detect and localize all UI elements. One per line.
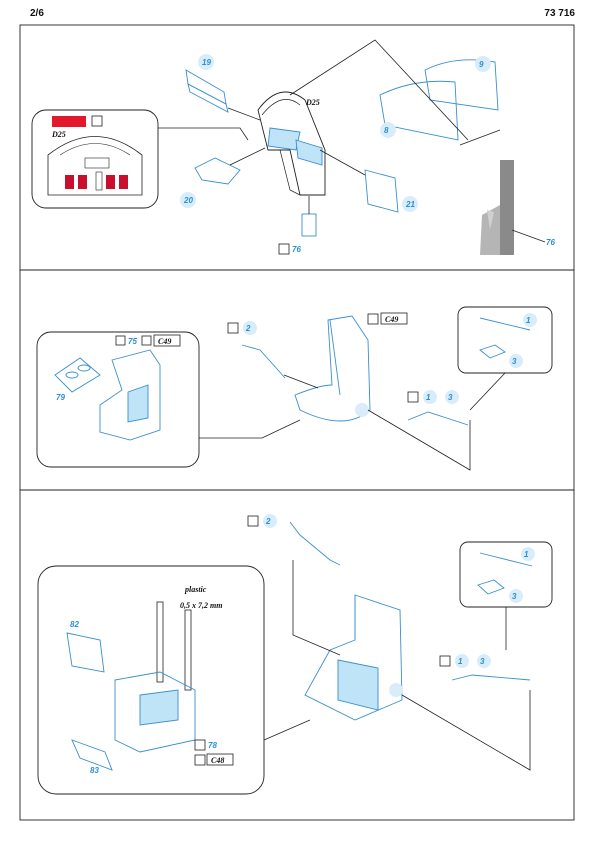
part-number: 1 (426, 393, 431, 402)
part-19: 19 (185, 54, 229, 113)
leader-2-3 (292, 560, 341, 656)
leader-inset-3 (263, 719, 311, 741)
part-8: 8 (379, 80, 459, 141)
part-number: 79 (56, 393, 65, 402)
part-number: 1 (458, 657, 463, 666)
kit-code: 73 716 (544, 8, 575, 19)
decal-label: C48 (211, 756, 224, 765)
section-3-detail: 1 3 (459, 541, 553, 608)
leader-76-structure (511, 229, 546, 243)
seat-section-2: C49 (294, 312, 408, 422)
leader-8 (459, 129, 501, 146)
note-title: plastic (184, 585, 207, 594)
part-number: 21 (405, 200, 415, 209)
leader-1-3 (367, 409, 471, 471)
section-2-inset: 75 C49 79 (36, 331, 200, 468)
part-number: 1 (524, 550, 529, 559)
part-76-small: 76 (278, 213, 317, 255)
section-3-inset: plastic 0,5 x 7,2 mm 82 78 C48 83 (37, 565, 265, 795)
section-1-inset: D25 (31, 109, 159, 209)
decal-red-strip (52, 116, 86, 127)
part-number: 83 (90, 766, 99, 775)
leader-inset-2 (199, 419, 301, 439)
leader-19 (227, 107, 261, 121)
section-3-frame (19, 489, 575, 821)
part-1-3-section-2: 1 3 (407, 390, 469, 426)
part-number: 78 (208, 741, 217, 750)
part-number: 20 (183, 196, 193, 205)
part-number: 8 (384, 126, 389, 135)
decal-label: C49 (158, 337, 171, 346)
decal-label: C49 (385, 315, 398, 324)
part-9: 9 (424, 56, 499, 111)
leader-21 (319, 149, 366, 176)
part-number: 76 (546, 238, 555, 247)
cockpit-coaming (257, 91, 326, 196)
part-21: 21 (364, 169, 418, 213)
leader-2 (283, 374, 319, 389)
decal-label: D25 (51, 130, 66, 139)
part-number: 76 (292, 245, 301, 254)
part-number: 2 (245, 324, 251, 333)
part-number: 3 (512, 357, 517, 366)
decal-icon (91, 115, 103, 127)
section-2-detail: 1 3 (457, 306, 553, 374)
leader-inset (158, 127, 249, 141)
part-number: 3 (448, 393, 453, 402)
part-number: 1 (526, 316, 531, 325)
note-dimension: 0,5 x 7,2 mm (180, 601, 222, 610)
leader-20 (229, 147, 266, 166)
decal-label: D25 (305, 98, 320, 107)
part-20: 20 (180, 157, 241, 208)
part-number: 75 (128, 337, 137, 346)
part-1-3-section-3: 1 3 (439, 654, 531, 681)
leader-9-8 (289, 39, 469, 141)
part-2-section-2: 2 (227, 321, 286, 379)
part-number: 9 (479, 60, 484, 69)
seat-section-3 (304, 594, 403, 721)
part-number: 2 (265, 517, 271, 526)
part-number: 82 (70, 620, 79, 629)
part-number: 3 (512, 592, 517, 601)
part-number: 19 (202, 58, 211, 67)
part-2-section-3: 2 (247, 514, 341, 566)
leader-1-3-s3 (401, 690, 531, 771)
page-number: 2/6 (30, 8, 44, 19)
part-76-structure: 76 (480, 160, 555, 255)
leader-detail-2 (469, 372, 506, 411)
part-number: 3 (480, 657, 485, 666)
